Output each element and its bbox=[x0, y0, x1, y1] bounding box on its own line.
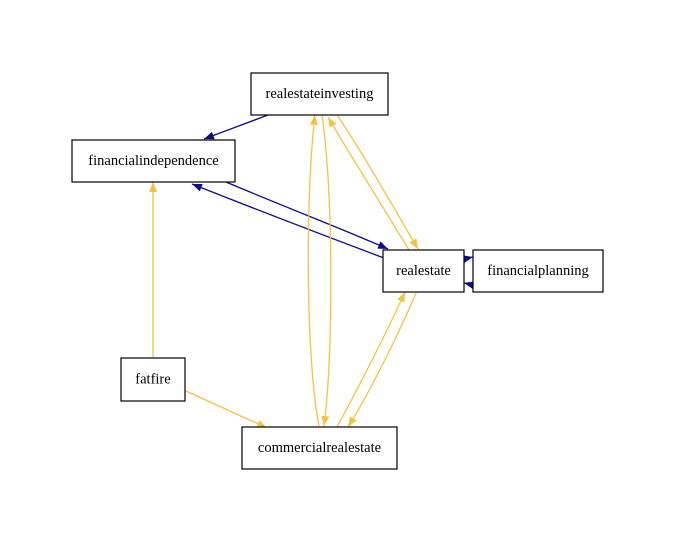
node-realestate[interactable]: realestate bbox=[382, 249, 465, 293]
edge-financialplanning-to-realestate bbox=[463, 281, 475, 290]
node-label-financialindependence: financialindependence bbox=[88, 153, 218, 169]
edge-realestate-to-financialindependence bbox=[191, 183, 385, 259]
node-label-realestate: realestate bbox=[396, 263, 451, 279]
edge-line-realestateinvesting-to-commercialrealestate bbox=[321, 114, 332, 427]
edge-realestate-to-financialplanning bbox=[462, 255, 474, 264]
edge-realestate-to-commercialrealestate bbox=[347, 292, 417, 428]
edge-line-commercialrealestate-to-realestateinvesting bbox=[307, 114, 320, 427]
edge-commercialrealestate-to-realestateinvesting bbox=[307, 114, 320, 427]
edge-line-realestate-to-realestateinvesting bbox=[327, 116, 410, 251]
node-realestateinvesting[interactable]: realestateinvesting bbox=[250, 72, 389, 116]
edge-line-financialplanning-to-realestate bbox=[463, 281, 475, 290]
edge-line-realestate-to-commercialrealestate bbox=[347, 292, 417, 428]
edge-line-realestateinvesting-to-realestate bbox=[336, 114, 419, 250]
node-financialindependence[interactable]: financialindependence bbox=[71, 139, 236, 183]
edge-realestateinvesting-to-commercialrealestate bbox=[321, 114, 332, 427]
edge-commercialrealestate-to-realestate bbox=[336, 291, 406, 428]
node-label-commercialrealestate: commercialrealestate bbox=[258, 440, 381, 456]
node-commercialrealestate[interactable]: commercialrealestate bbox=[241, 426, 398, 470]
node-financialplanning[interactable]: financialplanning bbox=[472, 249, 604, 293]
edge-line-financialindependence-to-realestate bbox=[225, 181, 389, 250]
node-label-financialplanning: financialplanning bbox=[487, 263, 588, 279]
edge-line-realestate-to-financialplanning bbox=[462, 255, 474, 264]
edges-layer bbox=[149, 114, 475, 429]
edge-realestateinvesting-to-financialindependence bbox=[203, 114, 269, 140]
nodes-layer: realestateinvesting financialindependenc… bbox=[71, 72, 604, 470]
edge-line-commercialrealestate-to-realestate bbox=[336, 291, 406, 428]
edge-line-realestateinvesting-to-financialindependence bbox=[203, 114, 269, 140]
edge-fatfire-to-commercialrealestate bbox=[185, 390, 268, 429]
edge-realestateinvesting-to-realestate bbox=[336, 114, 419, 250]
node-label-fatfire: fatfire bbox=[135, 372, 170, 388]
edge-line-fatfire-to-commercialrealestate bbox=[185, 390, 268, 429]
edge-realestate-to-realestateinvesting bbox=[327, 116, 410, 251]
node-label-realestateinvesting: realestateinvesting bbox=[266, 86, 374, 102]
edge-financialindependence-to-realestate bbox=[225, 181, 389, 250]
node-fatfire[interactable]: fatfire bbox=[120, 357, 186, 402]
edge-line-realestate-to-financialindependence bbox=[191, 183, 385, 259]
